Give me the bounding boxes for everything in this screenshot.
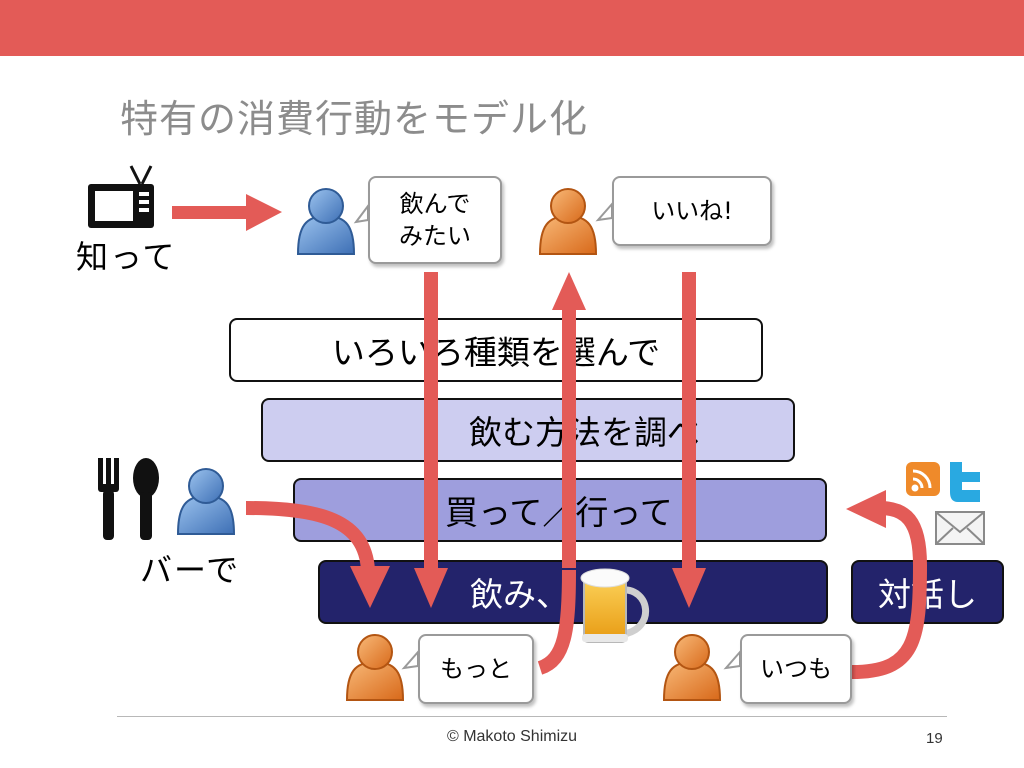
arrow-tv-head bbox=[246, 194, 282, 231]
rss-icon bbox=[906, 462, 940, 496]
arrow-like-down bbox=[682, 272, 696, 572]
bubble-more-text: もっと bbox=[440, 655, 512, 683]
arrow-always-curve bbox=[851, 501, 928, 679]
layer-dialogue: 対話し bbox=[851, 560, 1004, 624]
arrow-bar-curve bbox=[245, 501, 375, 571]
bubble-always-text: いつも bbox=[760, 655, 832, 683]
arrow-like-head bbox=[672, 568, 706, 608]
beer-mug-icon bbox=[580, 568, 650, 643]
arrow-tv-to-person bbox=[172, 206, 250, 219]
arrow-more-up bbox=[562, 306, 576, 568]
bubble-like-text: いいね! bbox=[651, 197, 733, 225]
arrow-more-up-head bbox=[552, 272, 586, 310]
arrow-bar-head bbox=[350, 566, 390, 608]
arrow-want-down bbox=[424, 272, 438, 572]
footer-divider bbox=[117, 716, 947, 717]
person-icon bbox=[538, 188, 598, 255]
layer-dialogue-label: 対話し bbox=[878, 575, 977, 614]
person-icon bbox=[662, 634, 722, 701]
page-number: 19 bbox=[926, 730, 943, 747]
bubble-want-to-drink: 飲んで みたい bbox=[368, 176, 502, 264]
arrow-always-head bbox=[846, 490, 886, 528]
layer-research-label: 飲む方法を調べ bbox=[469, 413, 700, 452]
bubble-like: いいね! bbox=[612, 176, 772, 246]
person-icon bbox=[345, 634, 405, 701]
arrow-more-curve bbox=[537, 569, 576, 675]
bubble-always: いつも bbox=[740, 634, 852, 704]
mail-icon bbox=[935, 511, 985, 545]
layer-buy-go-label: 買って／行って bbox=[445, 493, 673, 532]
twitter-icon bbox=[950, 462, 980, 502]
slide-title: 特有の消費行動をモデル化 bbox=[120, 97, 589, 141]
layer-buy-go: 買って／行って bbox=[293, 478, 827, 542]
spoon-icon bbox=[133, 458, 159, 540]
person-icon bbox=[176, 468, 236, 535]
bubble-want-to-drink-text: 飲んで みたい bbox=[399, 190, 471, 250]
bubble-more: もっと bbox=[418, 634, 534, 704]
layer-choose: いろいろ種類を選んで bbox=[229, 318, 763, 382]
tv-icon bbox=[88, 165, 154, 228]
caption-bar: バーで bbox=[140, 551, 241, 589]
layer-choose-label: いろいろ種類を選んで bbox=[331, 333, 661, 372]
arrow-want-head bbox=[414, 568, 448, 608]
arrows bbox=[172, 194, 706, 608]
person-icon bbox=[296, 188, 356, 255]
footer-copyright: © Makoto Shimizu bbox=[446, 728, 578, 745]
layer-research: 飲む方法を調べ bbox=[261, 398, 795, 462]
layer-drink-label: 飲み、 bbox=[470, 575, 569, 614]
caption-know: 知って bbox=[76, 238, 177, 276]
fork-icon bbox=[98, 458, 119, 540]
cutlery bbox=[98, 458, 159, 540]
top-accent-bar bbox=[0, 0, 1024, 56]
curved-arrows bbox=[245, 501, 928, 679]
